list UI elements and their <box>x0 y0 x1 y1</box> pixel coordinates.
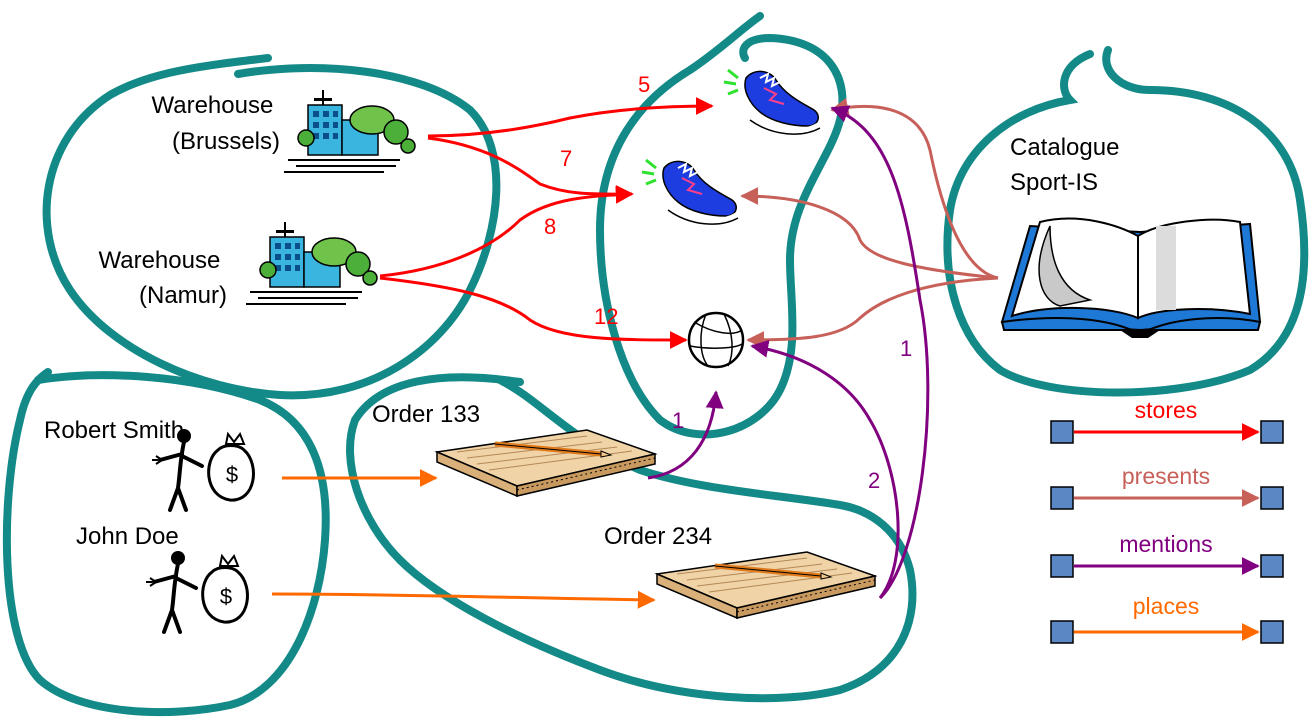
basketball-icon <box>687 311 745 369</box>
warehouse-namur-label: Warehouse (Namur) <box>98 247 227 309</box>
legend-label: mentions <box>1119 531 1212 557</box>
legend-row-places: places <box>1050 593 1284 644</box>
products-group <box>595 12 847 439</box>
edge-label: 1 <box>672 408 684 433</box>
legend-label: places <box>1133 593 1199 619</box>
edge-label: 2 <box>868 468 880 493</box>
edge-namur-shoe-mid <box>379 185 634 278</box>
edge-label: 8 <box>544 214 556 239</box>
group-outlines <box>2 12 1309 717</box>
legend: stores presents mentions places <box>1050 397 1284 644</box>
catalogue-label: Catalogue Sport-IS <box>1010 134 1126 196</box>
places-edges <box>271 469 656 609</box>
orders-group <box>346 373 917 703</box>
legend-row-mentions: mentions <box>1050 531 1284 578</box>
edge-order234-shoe-top <box>830 105 930 600</box>
legend-row-stores: stores <box>1050 397 1284 444</box>
edge-order133-ball <box>647 390 724 480</box>
edge-brussels-shoe-top <box>427 97 714 138</box>
presents-edges <box>740 97 999 349</box>
edge-namur-ball <box>379 276 688 349</box>
legend-node <box>1260 554 1284 578</box>
catalogue-group <box>943 46 1309 397</box>
shoe-icon <box>722 68 822 136</box>
order-label: Order 234 <box>604 523 712 550</box>
legend-node <box>1260 486 1284 510</box>
edge-brussels-shoe-mid <box>427 136 634 204</box>
legend-node <box>1050 486 1074 510</box>
edge-label: 7 <box>560 146 572 171</box>
shoe-icon <box>640 158 740 226</box>
edge-john-order234 <box>271 590 656 609</box>
legend-label: stores <box>1135 397 1198 423</box>
building-icon <box>283 89 416 173</box>
legend-node <box>1050 620 1074 644</box>
edge-catalogue-ball <box>746 276 999 349</box>
customer-label: Robert Smith <box>44 417 184 444</box>
warehouses-group <box>42 54 501 400</box>
building-icon <box>245 221 378 305</box>
warehouse-brussels-label: Warehouse (Brussels) <box>151 92 280 155</box>
legend-row-presents: presents <box>1050 463 1284 510</box>
edge-label: 12 <box>594 304 618 329</box>
mentions-edges <box>647 105 930 600</box>
edge-order234-ball <box>750 339 900 599</box>
edge-catalogue-shoe-top <box>830 97 999 280</box>
legend-node <box>1050 420 1074 444</box>
legend-node <box>1050 554 1074 578</box>
order-label: Order 133 <box>372 401 480 428</box>
legend-node <box>1260 620 1284 644</box>
person-with-moneybag-icon <box>144 549 250 634</box>
edge-label: 1 <box>900 336 912 361</box>
order-notepad-icon <box>657 552 875 618</box>
customer-label: John Doe <box>76 523 179 550</box>
edge-catalogue-shoe-mid <box>740 187 999 280</box>
legend-label: presents <box>1122 463 1210 489</box>
order-notepad-icon <box>437 430 655 496</box>
book-icon <box>1000 217 1262 338</box>
edge-label: 5 <box>638 72 650 97</box>
stores-edges <box>379 97 714 349</box>
customers-group <box>2 368 330 717</box>
legend-node <box>1260 420 1284 444</box>
